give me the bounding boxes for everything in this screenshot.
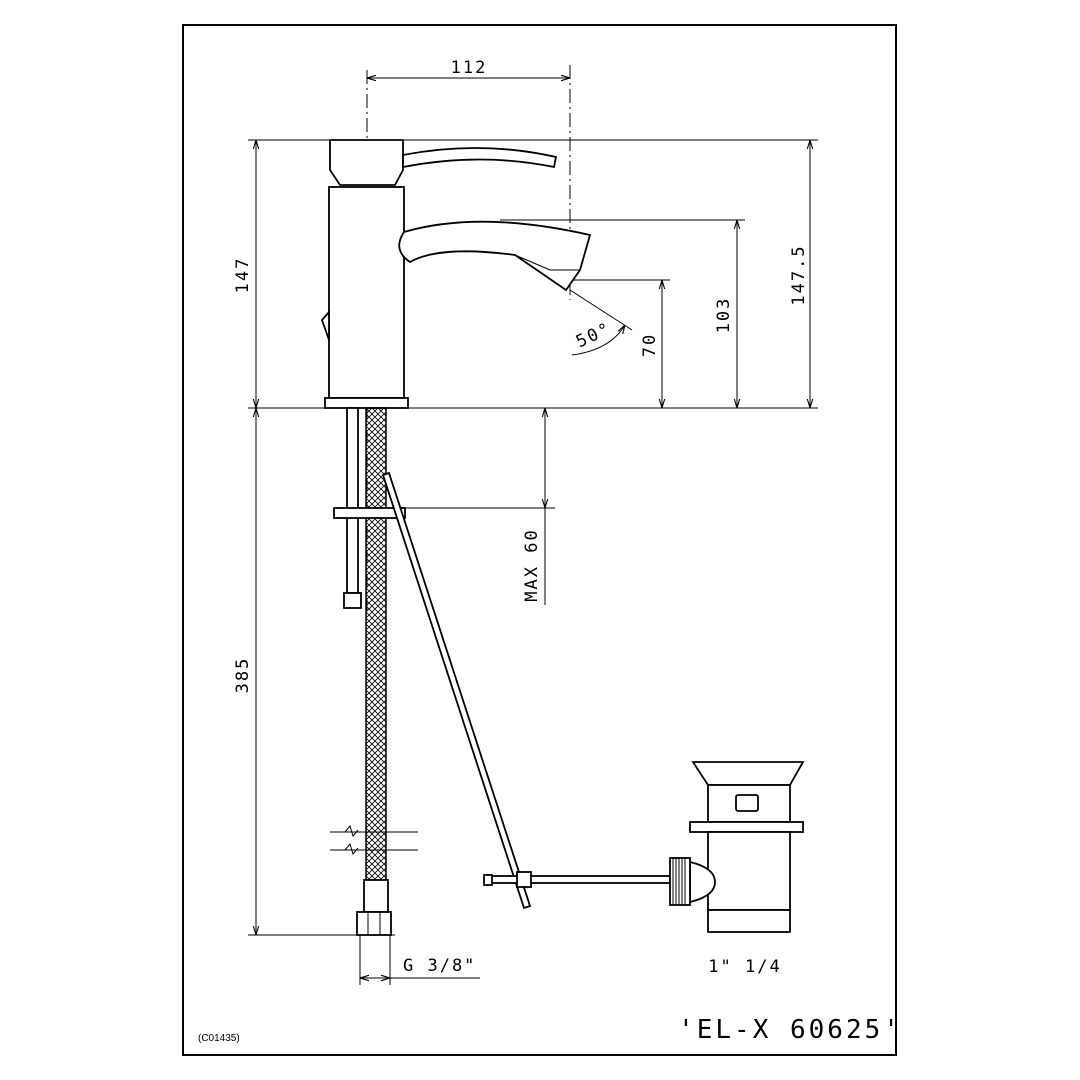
drawing-frame: [182, 24, 897, 1056]
drawing-code: (C01435): [198, 1033, 240, 1044]
dim-max-deck: MAX 60: [522, 528, 542, 601]
dimension-lines: [256, 78, 810, 978]
dim-body-height: 147: [233, 257, 253, 294]
dim-spout-reach: 112: [451, 58, 488, 78]
pop-up-drain: [669, 761, 805, 933]
dim-total-height: 147.5: [789, 244, 809, 305]
model-title: 'EL-X 60625': [678, 1015, 902, 1045]
dim-outlet-angle: 50°: [573, 319, 615, 353]
dim-outlet-height: 70: [640, 333, 660, 357]
dim-hose-thread: G 3/8": [403, 956, 476, 976]
dim-drain-size: 1" 1/4: [708, 957, 781, 977]
installation-kit: [330, 407, 671, 936]
faucet: [320, 139, 592, 409]
dim-spout-height: 103: [714, 297, 734, 334]
dim-hose-length: 385: [233, 657, 253, 694]
